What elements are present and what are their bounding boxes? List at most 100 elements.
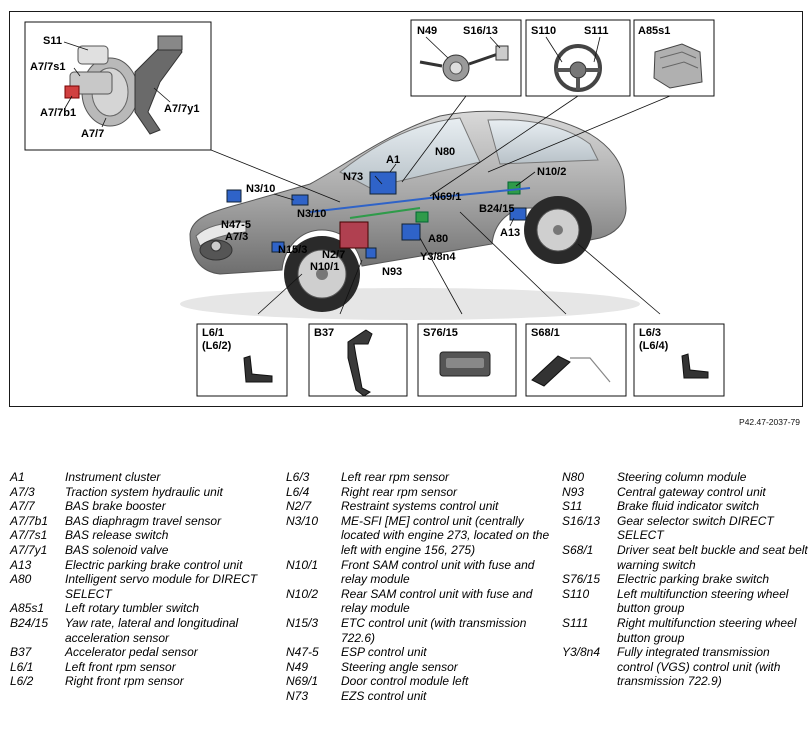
inset-s76-15: S76/15 xyxy=(417,323,517,397)
legend-code: N3/10 xyxy=(286,513,319,528)
label-l6-4: (L6/4) xyxy=(639,340,669,352)
legend-description: BAS diaphragm travel sensor xyxy=(65,513,222,528)
legend-code: B24/15 xyxy=(10,615,49,630)
legend-item: S11 Brake fluid indicator switch xyxy=(562,499,808,514)
legend-code: A7/7y1 xyxy=(10,542,48,557)
legend-code: A1 xyxy=(10,470,25,484)
legend-item: A7/7 BAS brake booster xyxy=(10,499,280,514)
legend-item: A7/7y1 BAS solenoid valve xyxy=(10,543,280,558)
legend-item: S68/1 Driver seat belt buckle and seat be… xyxy=(562,543,808,572)
label-b37: B37 xyxy=(314,327,334,339)
legend-description: Restraint systems control unit xyxy=(341,499,499,514)
legend-description: EZS control unit xyxy=(341,688,427,703)
label-a7-7y1: A7/7y1 xyxy=(164,103,199,115)
legend-description: Traction system hydraulic unit xyxy=(65,484,223,499)
legend-code: S68/1 xyxy=(562,542,594,557)
legend-description: Intelligent servo module for DIRECT SELE… xyxy=(65,572,258,601)
legend-description: BAS release switch xyxy=(65,528,169,543)
label-a7-7b1: A7/7b1 xyxy=(40,107,76,119)
legend-description: ESP control unit xyxy=(341,645,427,660)
callout-b24-15: B24/15 xyxy=(479,203,514,215)
legend-description: BAS solenoid valve xyxy=(65,542,169,557)
legend-description: ME-SFI [ME] control unit (centrally loca… xyxy=(341,513,550,557)
inset-l6-3: L6/3 (L6/4) xyxy=(633,323,725,397)
legend-code: N73 xyxy=(286,688,309,703)
car-illustration xyxy=(180,110,640,320)
label-l6-2: (L6/2) xyxy=(202,340,232,352)
legend-code: N47-5 xyxy=(286,645,319,660)
legend-code: L6/1 xyxy=(10,659,34,674)
legend-item: N10/2 Rear SAM control unit with fuse and… xyxy=(286,587,560,616)
inset-l6-1: L6/1 (L6/2) xyxy=(196,323,288,397)
label-n49: N49 xyxy=(417,25,437,37)
legend-description: Left rotary tumbler switch xyxy=(65,601,200,616)
car-callouts: A1 N80 N73 N69/1 N10/2 N3/10 N3/10 B24/1… xyxy=(221,146,566,278)
label-s16-13: S16/13 xyxy=(463,25,498,37)
callout-n15-3: N15/3 xyxy=(278,244,307,256)
legend-code: N49 xyxy=(286,659,309,674)
legend-code: A80 xyxy=(10,572,32,587)
legend-description: Brake fluid indicator switch xyxy=(617,499,760,514)
label-a7-7s1: A7/7s1 xyxy=(30,61,65,73)
legend-description: Rear SAM control unit with fuse and rela… xyxy=(341,586,533,616)
legend-code: S76/15 xyxy=(562,572,601,587)
legend-item: N3/10 ME-SFI [ME] control unit (centrally… xyxy=(286,514,560,558)
inset-steering-wheel: S110 S111 xyxy=(525,19,631,97)
legend-description: ETC control unit (with transmission 722.… xyxy=(341,615,527,645)
label-s68-1: S68/1 xyxy=(531,327,560,339)
callout-y3-8n4: Y3/8n4 xyxy=(420,251,456,263)
legend-code: L6/4 xyxy=(286,484,310,499)
legend-code: N10/2 xyxy=(286,586,319,601)
legend-description: Fully integrated transmission control (V… xyxy=(617,645,781,689)
callout-n80: N80 xyxy=(435,146,455,158)
legend-description: Front SAM control unit with fuse and rel… xyxy=(341,557,535,587)
callout-n69-1: N69/1 xyxy=(432,191,461,203)
legend-description: Steering column module xyxy=(617,470,747,484)
legend-code: A7/3 xyxy=(10,484,35,499)
legend-description: Left multifunction steering wheel button… xyxy=(617,586,789,616)
callout-n3-10-center: N3/10 xyxy=(297,208,326,220)
callout-n47-5: N47-5 xyxy=(221,219,251,231)
label-a7-7: A7/7 xyxy=(81,128,104,140)
legend-item: L6/1 Left front rpm sensor xyxy=(10,660,280,675)
legend-description: Central gateway control unit xyxy=(617,484,766,499)
label-s11: S11 xyxy=(43,35,62,47)
legend-code: L6/2 xyxy=(10,674,34,689)
legend-description: Driver seat belt buckle and seat belt wa… xyxy=(617,542,808,572)
component-location-diagram: S11 A7/7s1 A7/7b1 A7/7 A7/7y1 N49 S16/13… xyxy=(9,11,803,407)
legend-item: L6/2 Right front rpm sensor xyxy=(10,674,280,689)
inset-brake-booster: S11 A7/7s1 A7/7b1 A7/7 A7/7y1 xyxy=(24,21,212,151)
legend-item: N80 Steering column module xyxy=(562,470,808,485)
label-s111: S111 xyxy=(584,25,608,37)
legend-code: A7/7s1 xyxy=(10,528,48,543)
legend-description: Left front rpm sensor xyxy=(65,659,176,674)
legend-code: N80 xyxy=(562,470,585,484)
legend-code: A7/7 xyxy=(10,499,35,514)
legend-description: Door control module left xyxy=(341,674,469,689)
legend-item: A1 Instrument cluster xyxy=(10,470,280,485)
inset-b37: B37 xyxy=(308,323,408,397)
callout-n73: N73 xyxy=(343,171,363,183)
callout-n93: N93 xyxy=(382,266,402,278)
legend-code: S16/13 xyxy=(562,513,601,528)
legend-code: L6/3 xyxy=(286,470,310,484)
legend-description: Right front rpm sensor xyxy=(65,674,184,689)
callout-n10-1: N10/1 xyxy=(310,261,339,273)
legend-description: Instrument cluster xyxy=(65,470,161,484)
legend-code: A7/7b1 xyxy=(10,513,49,528)
legend-description: BAS brake booster xyxy=(65,499,166,514)
legend-code: S11 xyxy=(562,499,583,514)
